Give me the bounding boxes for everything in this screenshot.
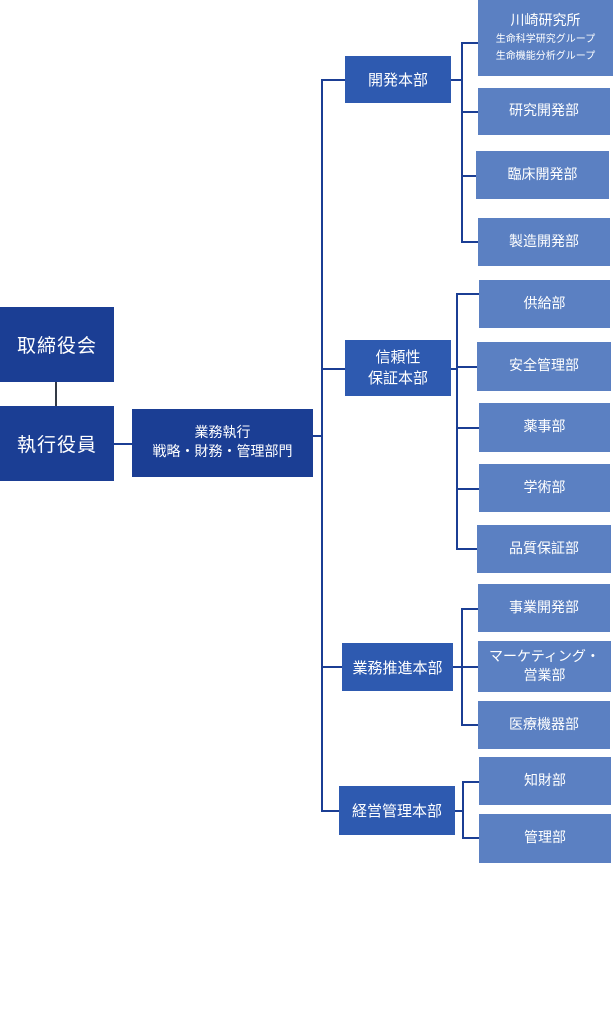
connector-to-dev	[321, 79, 345, 81]
division-qa-line2: 保証本部	[367, 369, 428, 387]
dept-kawasaki-title: 川崎研究所	[510, 12, 581, 29]
connector-dev-manufacturing	[461, 241, 478, 243]
exec-box: 業務執行 戦略・財務・管理部門	[132, 409, 313, 477]
connector-qa-trunk	[456, 293, 458, 550]
dept-pharma-label: 薬事部	[523, 419, 566, 435]
connector-biz-out	[453, 666, 462, 668]
dept-kawasaki-sub1: 生命科学研究グループ	[495, 33, 596, 45]
connector-qa-supply	[456, 293, 479, 295]
dept-admin-label: 管理部	[524, 830, 566, 846]
division-dev-label: 開発本部	[367, 71, 428, 89]
dept-clinical: 臨床開発部	[476, 151, 609, 199]
dept-supply: 供給部	[479, 280, 610, 328]
dept-device: 医療機器部	[478, 701, 610, 749]
dept-quality-label: 品質保証部	[509, 540, 579, 557]
connector-to-qa	[321, 368, 345, 370]
exec-line2: 戦略・財務・管理部門	[152, 444, 293, 460]
board-label: 取締役会	[16, 335, 97, 357]
dept-kawasaki-sub2: 生命機能分析グループ	[495, 50, 596, 62]
connector-officers-exec	[114, 443, 132, 445]
dept-clinical-label: 臨床開発部	[507, 166, 578, 183]
connector-dev-clinical	[461, 175, 476, 177]
dept-supply-label: 供給部	[523, 295, 566, 312]
dept-pharma: 薬事部	[479, 403, 610, 452]
division-biz: 業務推進本部	[342, 643, 453, 691]
connector-mgmt-admin	[462, 837, 479, 839]
connector-board-officers	[55, 382, 57, 407]
dept-marketing-line2: 営業部	[523, 667, 566, 684]
connector-to-mgmt	[321, 810, 339, 812]
dept-academic-label: 学術部	[523, 479, 566, 496]
connector-mgmt-out	[455, 810, 463, 812]
dept-quality: 品質保証部	[477, 525, 611, 573]
division-mgmt: 経営管理本部	[339, 786, 455, 835]
connector-qa-pharma	[456, 427, 479, 429]
division-qa: 信頼性 保証本部	[345, 340, 451, 396]
dept-marketing-line1: マーケティング・	[489, 648, 600, 665]
connector-biz-business	[461, 608, 478, 610]
connector-qa-safety	[456, 366, 477, 368]
dept-ip-label: 知財部	[524, 772, 566, 789]
dept-academic: 学術部	[479, 464, 610, 512]
connector-biz-device	[461, 724, 478, 726]
board-box: 取締役会	[0, 307, 114, 382]
dept-device-label: 医療機器部	[509, 716, 579, 733]
connector-dev-out	[451, 79, 462, 81]
dept-safety: 安全管理部	[477, 342, 611, 391]
officers-box: 執行役員	[0, 406, 114, 481]
exec-line1: 業務執行	[194, 425, 251, 441]
dept-research-label: 研究開発部	[509, 103, 579, 119]
connector-dev-trunk	[461, 42, 463, 243]
dept-manufacturing: 製造開発部	[478, 218, 610, 266]
dept-marketing: マーケティング・ 営業部	[478, 641, 611, 692]
dept-ip: 知財部	[479, 757, 611, 805]
connector-dev-research	[461, 111, 478, 113]
connector-qa-academic	[456, 488, 479, 490]
division-dev: 開発本部	[345, 56, 451, 103]
dept-admin: 管理部	[479, 814, 611, 863]
dept-research: 研究開発部	[478, 88, 610, 135]
officers-label: 執行役員	[16, 434, 97, 456]
connector-mgmt-ip	[462, 781, 479, 783]
connector-qa-out	[451, 368, 457, 370]
division-mgmt-label: 経営管理本部	[351, 802, 442, 820]
division-biz-label: 業務推進本部	[352, 658, 443, 677]
dept-business-label: 事業開発部	[509, 599, 579, 616]
connector-main-trunk	[321, 79, 323, 812]
connector-mgmt-trunk	[462, 781, 464, 839]
connector-biz-marketing	[461, 666, 478, 668]
dept-business: 事業開発部	[478, 584, 610, 632]
connector-qa-quality	[456, 548, 477, 550]
division-qa-line1: 信頼性	[375, 348, 421, 366]
dept-manufacturing-label: 製造開発部	[509, 233, 579, 250]
dept-kawasaki: 川崎研究所 生命科学研究グループ 生命機能分析グループ	[478, 0, 613, 76]
connector-to-biz	[321, 666, 342, 668]
dept-safety-label: 安全管理部	[509, 358, 579, 374]
connector-dev-kawasaki	[461, 42, 478, 44]
connector-exec-trunk	[313, 435, 322, 437]
